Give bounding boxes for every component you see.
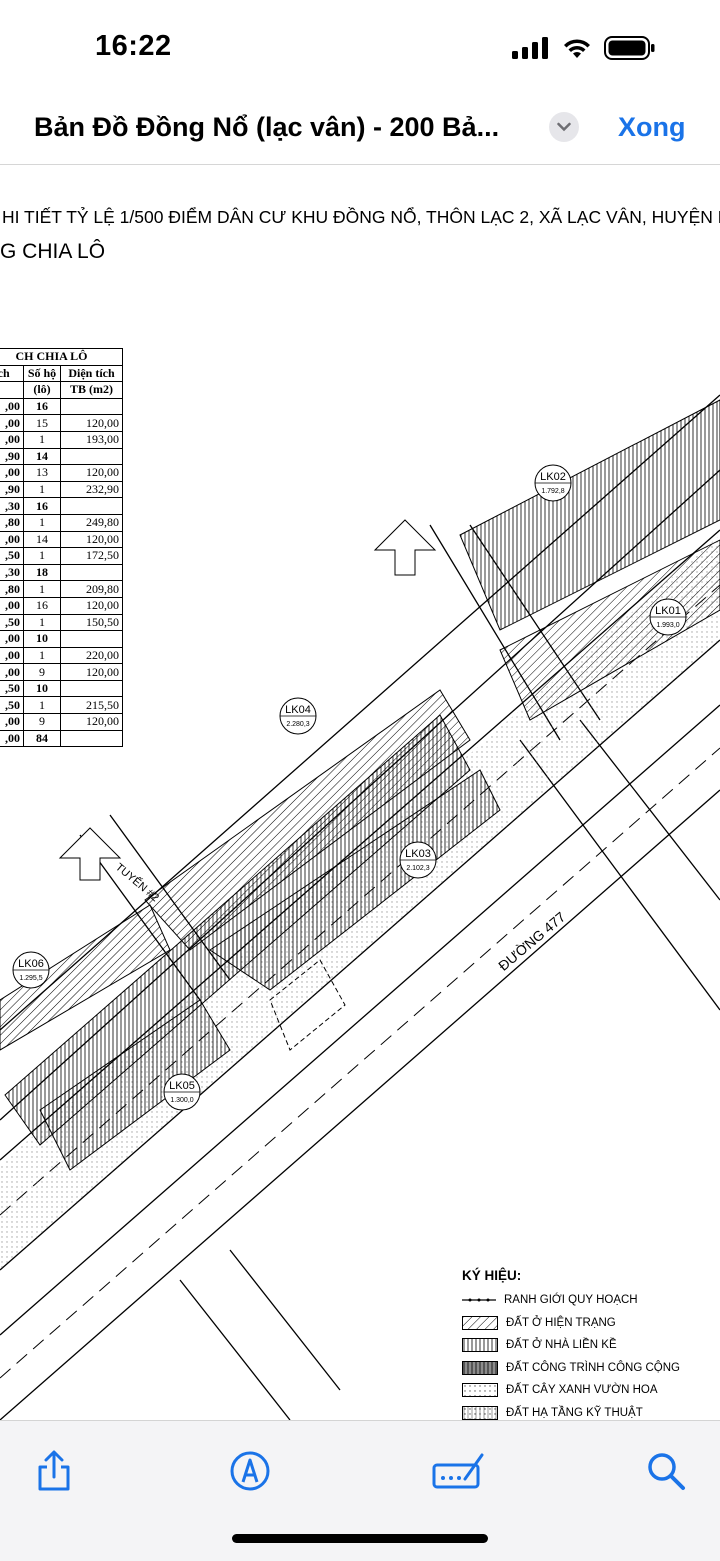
legend-item: ĐẤT Ở NHÀ LIỀN KỀ: [462, 1334, 680, 1357]
block-lk02: LK02 1.792,8: [534, 464, 572, 502]
markup-icon[interactable]: [228, 1449, 272, 1493]
block-lk03: LK03 2.102,3: [399, 841, 437, 879]
block-area: 1.993,0: [656, 622, 679, 629]
block-area: 1.295,5: [19, 975, 42, 982]
done-button[interactable]: Xong: [618, 112, 686, 142]
road-label-477: ĐƯỜNG 477: [495, 908, 569, 973]
wifi-icon: [564, 39, 590, 58]
title-menu-button[interactable]: [549, 112, 579, 142]
vline-swatch: [462, 1338, 498, 1353]
infrastructure-swatch: [462, 1405, 498, 1420]
status-time: 16:22: [95, 30, 172, 62]
block-lk01: LK01 1.993,0: [649, 598, 687, 636]
block-area: 2.102,3: [406, 865, 429, 872]
legend-item: ĐẤT Ở HIỆN TRẠNG: [462, 1312, 680, 1335]
cellular-signal-icon: [512, 37, 548, 59]
share-icon[interactable]: [32, 1449, 76, 1493]
block-lk04: LK04 2.280,3: [279, 697, 317, 735]
legend-item: ĐẤT CÔNG TRÌNH CÔNG CỘNG: [462, 1357, 680, 1380]
document-viewport[interactable]: LK01 1.993,0 LK02 1.792,8 LK03 2.102,3 L…: [0, 165, 720, 1420]
block-id: LK04: [285, 704, 311, 716]
block-id: LK05: [169, 1080, 195, 1092]
legend-item: ĐẤT HẠ TẦNG KỸ THUẬT: [462, 1402, 680, 1421]
chevron-down-icon: [557, 122, 571, 132]
greenery-swatch: [462, 1383, 498, 1398]
legend-title: KÝ HIỆU:: [462, 1268, 522, 1283]
table-title: CH CHIA LÔ: [0, 348, 123, 366]
nav-bar: Bản Đồ Đồng Nổ (lạc vân) - 200 Bả... Xon…: [0, 96, 720, 165]
battery-icon: [604, 36, 655, 60]
route-label: TUYẾN #2: [113, 860, 162, 904]
site-plan-drawing: LK01 1.993,0 LK02 1.792,8 LK03 2.102,3 L…: [0, 394, 720, 1420]
search-icon[interactable]: [644, 1449, 688, 1493]
plan-heading: HI TIẾT TỶ LỆ 1/500 ĐIỂM DÂN CƯ KHU ĐỒNG…: [2, 207, 720, 227]
block-id: LK01: [655, 605, 681, 617]
legend-item: ĐẤT CÂY XANH VƯỜN HOA: [462, 1379, 680, 1402]
block-area: 1.792,8: [541, 488, 564, 495]
status-icons: [512, 36, 656, 60]
block-id: LK02: [540, 471, 566, 483]
home-indicator: [232, 1534, 488, 1543]
map-legend: KÝ HIỆU: RANH GIỚI QUY HOẠCH ĐẤT Ở HIỆN …: [462, 1268, 680, 1420]
document-title[interactable]: Bản Đồ Đồng Nổ (lạc vân) - 200 Bả...: [34, 112, 500, 142]
status-bar: 16:22: [0, 0, 720, 96]
plan-subheading: G CHIA LÔ: [0, 240, 106, 263]
hatch-swatch: [462, 1315, 498, 1330]
block-lk06: LK06 1.295,5: [12, 951, 50, 989]
signature-icon[interactable]: [432, 1449, 486, 1493]
block-area: 2.280,3: [286, 721, 309, 728]
legend-item: RANH GIỚI QUY HOẠCH: [462, 1289, 680, 1312]
block-area: 1.300,0: [170, 1097, 193, 1104]
block-id: LK06: [18, 958, 44, 970]
public-swatch: [462, 1360, 498, 1375]
block-lk05: LK05 1.300,0: [163, 1073, 201, 1111]
boundary-swatch: [462, 1298, 496, 1302]
block-id: LK03: [405, 848, 431, 860]
